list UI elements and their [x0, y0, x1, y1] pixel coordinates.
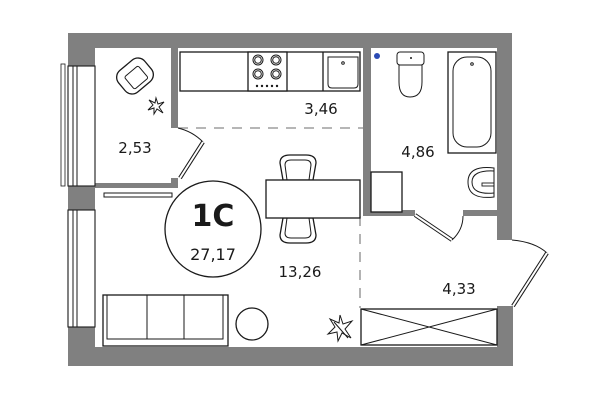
round-table-icon [235, 307, 269, 341]
area-bathroom: 4,86 [401, 143, 434, 161]
wall-bath-bottom-left [363, 210, 415, 216]
area-kitchen: 3,46 [304, 100, 337, 118]
toilet-icon [396, 51, 425, 98]
wall-bath-bottom-right [463, 210, 512, 216]
washbasin-icon [467, 167, 495, 198]
sofa-icon [102, 294, 229, 347]
wall-bottom [68, 347, 513, 366]
walls [68, 33, 513, 366]
wall-left-top [68, 33, 95, 66]
armchair-icon [116, 57, 154, 95]
door-icon [511, 239, 549, 308]
window-icon [67, 209, 96, 328]
area-balcony: 2,53 [118, 139, 151, 157]
dining-table-icon [265, 179, 361, 219]
sink-icon [322, 52, 359, 91]
wall-right-lower [497, 306, 513, 366]
door-icon [177, 127, 205, 180]
washing-machine-icon [370, 171, 403, 213]
sill [103, 192, 173, 198]
kitchen-counter [179, 51, 361, 92]
area-hallway: 4,33 [442, 280, 475, 298]
area-living-room: 13,26 [279, 263, 322, 281]
wardrobe-icon [360, 308, 498, 346]
wall-balcony-kitchen [171, 48, 178, 128]
wall-right-upper [497, 33, 512, 240]
wall-bath-left [363, 48, 371, 216]
riser-icon [374, 53, 380, 59]
chair-icon [279, 217, 317, 244]
wall-left-mid [68, 186, 95, 212]
stove-icon [247, 51, 288, 92]
plant-icon [326, 314, 354, 343]
chair-icon [279, 154, 317, 181]
door-icon [413, 213, 464, 242]
unit-badge: 1С 27,17 [164, 180, 262, 278]
plant-icon [147, 96, 165, 116]
unit-type: 1С [192, 199, 235, 234]
bathtub-icon [447, 51, 497, 154]
window-icon [60, 63, 96, 187]
wall-top [68, 33, 512, 48]
total-area: 27,17 [190, 245, 236, 264]
wall-balcony-bottom [95, 183, 178, 188]
